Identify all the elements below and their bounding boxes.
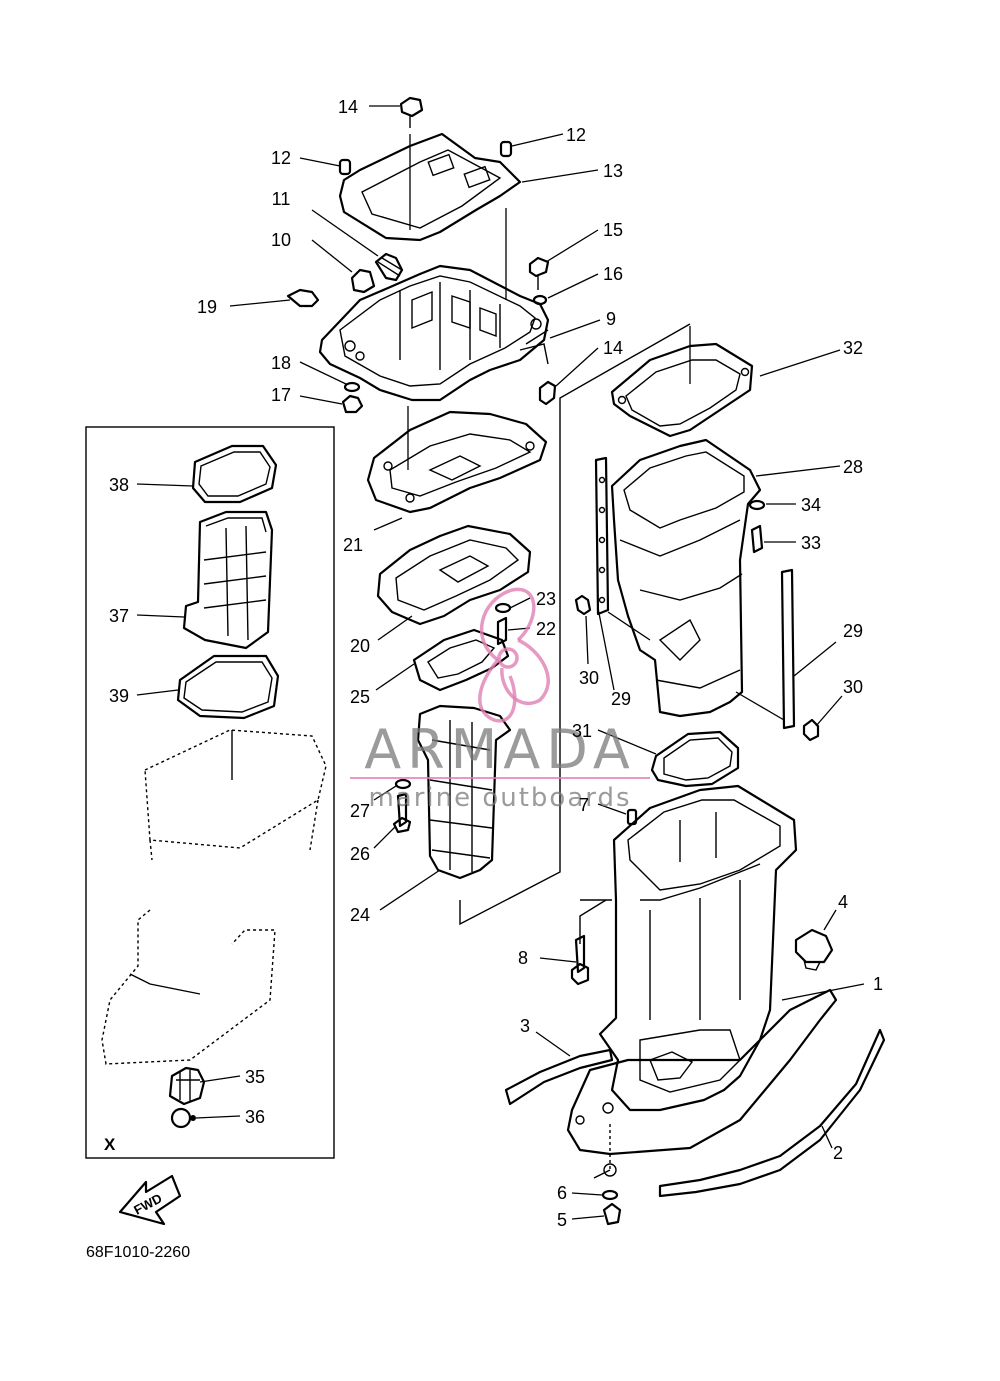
part-33-bolt <box>750 524 764 554</box>
part-30-nut-right <box>802 718 820 742</box>
part-39-seal <box>176 654 280 720</box>
inset-label: X <box>104 1135 116 1154</box>
forward-arrow: FWD <box>118 1174 182 1226</box>
callout-25: 25 <box>350 687 370 707</box>
part-4-grommet <box>794 928 834 971</box>
part-13-gasket <box>338 132 522 242</box>
inset-panel <box>85 426 335 1159</box>
callout-37: 37 <box>109 606 129 626</box>
callout-28: 28 <box>843 457 863 477</box>
part-23-washer <box>494 602 512 614</box>
callout-17: 17 <box>271 385 291 405</box>
callout-38: 38 <box>109 475 129 495</box>
part-10-cap <box>350 268 376 294</box>
callout-8: 8 <box>518 948 528 968</box>
callout-4: 4 <box>838 892 848 912</box>
callout-27: 27 <box>350 801 370 821</box>
callout-29-left: 29 <box>611 689 631 709</box>
part-35-grommet <box>168 1066 206 1106</box>
part-3-hose <box>504 1048 614 1106</box>
part-12-pin-right <box>499 140 513 158</box>
part-17-nut <box>341 394 364 414</box>
callout-3: 3 <box>520 1016 530 1036</box>
callout-23: 23 <box>536 589 556 609</box>
callout-18: 18 <box>271 353 291 373</box>
callout-11: 11 <box>272 189 291 209</box>
callout-2: 2 <box>833 1143 843 1163</box>
callout-31: 31 <box>572 721 592 741</box>
part-25-gasket <box>412 628 510 692</box>
callout-34: 34 <box>801 495 821 515</box>
callout-26: 26 <box>350 844 370 864</box>
callout-16: 16 <box>603 264 623 284</box>
part-5-bolt <box>593 1169 622 1226</box>
part-1-upper-casing <box>598 784 798 1112</box>
part-1-lower-body <box>566 988 838 1177</box>
callout-9: 9 <box>606 309 616 329</box>
callout-30-left: 30 <box>579 668 599 688</box>
callout-35: 35 <box>245 1067 265 1087</box>
part-26-bolt <box>392 792 412 834</box>
callout-32: 32 <box>843 338 863 358</box>
callout-22: 22 <box>536 619 556 639</box>
callout-24: 24 <box>350 905 370 925</box>
part-31-seal <box>650 730 740 788</box>
part-19-elbow <box>286 288 320 308</box>
part-14-bolt-top <box>399 96 424 128</box>
part-27-washer <box>394 778 412 790</box>
callout-29-right: 29 <box>843 621 863 641</box>
callout-13: 13 <box>603 161 623 181</box>
callout-39: 39 <box>109 686 129 706</box>
callout-19: 19 <box>197 297 217 317</box>
callout-33: 33 <box>801 533 821 553</box>
part-14-bolt-right <box>538 380 557 406</box>
part-11-fitting <box>374 252 404 282</box>
part-36-clip <box>170 1107 196 1129</box>
callout-36: 36 <box>245 1107 265 1127</box>
part-8-bolt <box>570 934 590 986</box>
callout-5: 5 <box>557 1210 567 1230</box>
part-15-bolt <box>528 256 550 290</box>
part-6-washer <box>601 1189 619 1201</box>
part-21-gasket <box>366 410 548 514</box>
callout-12-left: 12 <box>271 148 291 168</box>
watermark-propeller-logo <box>478 587 550 723</box>
callout-7: 7 <box>579 795 589 815</box>
part-24-exhaust-pipe <box>416 704 512 880</box>
part-29-mount-left <box>594 456 610 616</box>
callout-15: 15 <box>603 220 623 240</box>
callout-10: 10 <box>271 230 291 250</box>
callout-14-right: 14 <box>603 338 623 358</box>
part-28-oil-pan <box>610 438 762 718</box>
callout-20: 20 <box>350 636 370 656</box>
callout-6: 6 <box>557 1183 567 1203</box>
callout-14-top: 14 <box>338 97 358 117</box>
callout-12-right: 12 <box>566 125 586 145</box>
diagram-code: 68F1010-2260 <box>86 1244 190 1261</box>
watermark-tagline: marine outboards <box>368 783 631 813</box>
watermark-brand: ARMADA <box>364 718 636 781</box>
inset-cowling-outline <box>101 729 327 1065</box>
part-37-housing <box>182 510 274 650</box>
part-18-washer <box>343 381 361 393</box>
part-34-washer <box>748 499 766 511</box>
part-30-nut-left <box>574 594 592 616</box>
part-22-stud <box>496 616 508 646</box>
callout-21: 21 <box>343 535 363 555</box>
part-32-gasket <box>610 342 754 438</box>
callout-1: 1 <box>873 974 883 994</box>
part-2-apron <box>658 1028 886 1198</box>
callout-30-right: 30 <box>843 677 863 697</box>
part-12-pin-left <box>338 158 352 176</box>
part-9-exhaust-guide <box>318 264 550 402</box>
callout-labels: 14 12 12 13 11 15 10 16 19 9 14 32 18 17… <box>109 97 883 1230</box>
part-29-mount-right <box>780 568 796 730</box>
watermark: ARMADA marine outboards <box>350 587 650 813</box>
part-38-seal <box>191 444 278 504</box>
part-16-washer <box>532 294 548 306</box>
part-20-exhaust-plate <box>376 524 532 626</box>
